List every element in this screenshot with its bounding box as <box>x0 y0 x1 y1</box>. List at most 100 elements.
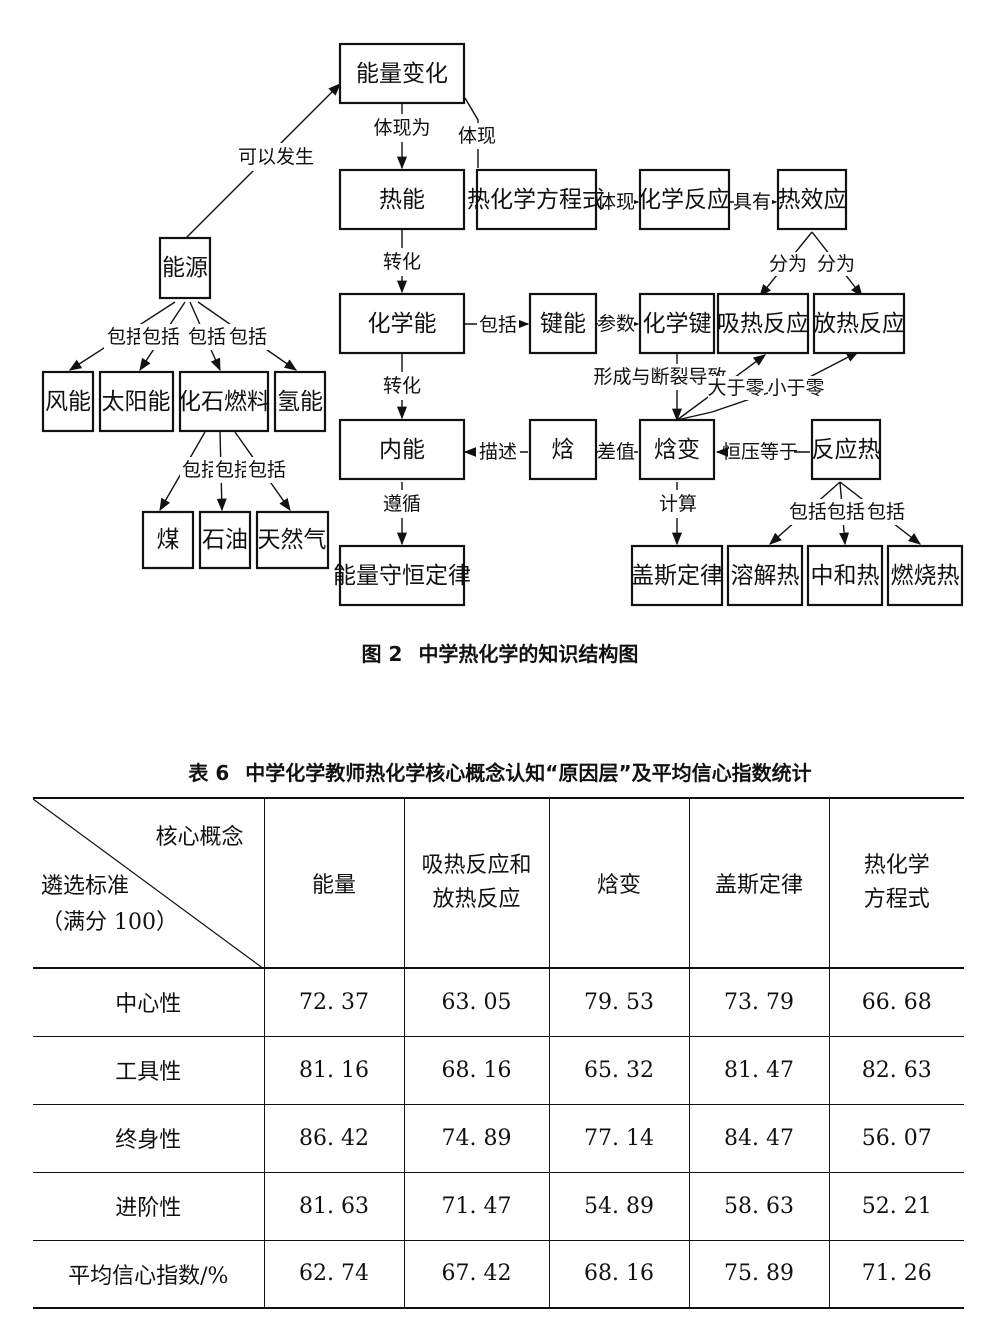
edge-label-equals: 恒压等于 <box>722 441 798 463</box>
table-row: 进阶性 81. 63 71. 47 54. 89 58. 63 52. 21 <box>33 1172 964 1241</box>
svg-text:热化学方程式: 热化学方程式 <box>467 187 605 213</box>
node-reaction-heat: 反应热 <box>810 418 882 481</box>
edge-label-include-bond: 包括 <box>479 314 517 336</box>
svg-text:内能: 内能 <box>379 437 425 463</box>
edge-label-include-e1: 包括 <box>107 326 145 348</box>
header-criteria-line1: 遴选标准 <box>41 874 130 899</box>
svg-text:太阳能: 太阳能 <box>102 389 171 415</box>
table-cell: 62. 74 <box>263 1240 404 1309</box>
table-cell: 75. 89 <box>688 1240 829 1309</box>
table-caption: 表 6 中学化学教师热化学核心概念认知“原因层”及平均信心指数统计 <box>0 757 1000 786</box>
edge-label-describe: 描述 <box>479 441 517 463</box>
svg-text:燃烧热: 燃烧热 <box>891 563 960 589</box>
svg-text:能量变化: 能量变化 <box>356 61 448 87</box>
node-thermo-equation: 热化学方程式 <box>467 168 605 231</box>
table-cell: 81. 16 <box>263 1036 404 1105</box>
diagonal-divider <box>33 799 264 969</box>
row-label: 中心性 <box>33 968 264 1037</box>
node-solar: 太阳能 <box>98 370 175 433</box>
svg-text:焓变: 焓变 <box>654 437 700 463</box>
svg-text:键能: 键能 <box>540 311 586 337</box>
edge-label-include-e2: 包括 <box>142 326 180 348</box>
node-chem-reaction: 化学反应 <box>638 168 731 231</box>
header-criteria-line2: （满分 100） <box>41 910 178 935</box>
column-header: 吸热反应和放热反应 <box>403 798 549 969</box>
edge-label-include-f3: 包括 <box>248 459 286 481</box>
edge-label-include-r2: 包括 <box>827 501 865 523</box>
svg-text:热效应: 热效应 <box>778 187 847 213</box>
svg-text:氢能: 氢能 <box>277 389 323 415</box>
node-neutralization-heat: 中和热 <box>806 544 884 607</box>
node-dissolution-heat: 溶解热 <box>726 544 804 607</box>
table-cell: 81. 47 <box>688 1036 829 1105</box>
node-coal: 煤 <box>141 510 195 570</box>
column-header: 焓变 <box>548 798 689 969</box>
node-oil: 石油 <box>198 510 252 570</box>
edge-label-manifest-as: 体现为 <box>373 117 430 139</box>
svg-text:能源: 能源 <box>162 255 208 281</box>
table-cell: 81. 63 <box>263 1172 404 1241</box>
edge-label-convert-2: 转化 <box>383 375 421 397</box>
svg-text:热能: 热能 <box>379 187 425 213</box>
table-cell: 54. 89 <box>548 1172 689 1241</box>
node-energy-source: 能源 <box>158 236 212 300</box>
edge-label-calculate: 计算 <box>659 493 697 515</box>
svg-text:煤: 煤 <box>157 527 180 553</box>
column-header: 盖斯定律 <box>688 798 829 969</box>
svg-text:中和热: 中和热 <box>811 563 880 589</box>
table-cell: 71. 47 <box>403 1172 549 1241</box>
node-thermal-energy: 热能 <box>338 168 466 231</box>
table-cell: 63. 05 <box>403 968 549 1037</box>
edge-label-param: 参数 <box>597 313 635 335</box>
node-combustion-heat: 燃烧热 <box>886 544 964 607</box>
svg-text:盖斯定律: 盖斯定律 <box>631 563 723 589</box>
row-label: 工具性 <box>33 1036 264 1105</box>
node-natural-gas: 天然气 <box>255 510 330 570</box>
edge-label-include-e3: 包括 <box>188 326 226 348</box>
svg-text:反应热: 反应热 <box>812 437 881 463</box>
node-heat-effect: 热效应 <box>776 168 848 231</box>
svg-text:风能: 风能 <box>45 389 91 415</box>
table-cell: 79. 53 <box>548 968 689 1037</box>
edge-label-greater-zero: 大于零 <box>707 377 764 399</box>
row-label: 终身性 <box>33 1104 264 1173</box>
table-cell: 82. 63 <box>828 1036 964 1105</box>
node-endothermic: 吸热反应 <box>716 292 810 355</box>
edge-label-include-e4: 包括 <box>229 326 267 348</box>
node-fossil-fuel: 化石燃料 <box>178 370 270 433</box>
svg-text:放热反应: 放热反应 <box>813 311 905 337</box>
node-internal-energy: 内能 <box>338 418 466 481</box>
table-cell: 68. 16 <box>548 1240 689 1309</box>
knowledge-structure-diagram: 可以发生 体现为 体现 体现 具有 转化 分为 分为 包括 参数 包括 包括 包… <box>41 42 964 607</box>
table-caption-number: 表 6 <box>188 761 230 785</box>
svg-text:焓: 焓 <box>552 437 575 463</box>
table-row: 终身性 86. 42 74. 89 77. 14 84. 47 56. 07 <box>33 1104 964 1173</box>
node-conservation: 能量守恒定律 <box>333 544 471 607</box>
column-header: 能量 <box>263 798 404 969</box>
edge-label-formation-breaking: 形成与断裂导致 <box>593 366 726 388</box>
column-header: 热化学方程式 <box>828 798 964 969</box>
table-cell: 77. 14 <box>548 1104 689 1173</box>
table-row: 中心性 72. 37 63. 05 79. 53 73. 79 66. 68 <box>33 968 964 1037</box>
node-energy-change: 能量变化 <box>338 42 466 105</box>
edge-label-less-zero: 小于零 <box>767 377 824 399</box>
edge-label-convert-1: 转化 <box>383 251 421 273</box>
header-core-concept: 核心概念 <box>155 825 244 850</box>
edge-label-manifest-2: 体现 <box>597 191 635 213</box>
svg-text:能量守恒定律: 能量守恒定律 <box>333 563 471 589</box>
edge-label-include-f2: 包括 <box>215 459 253 481</box>
header-criteria: 遴选标准 （满分 100） <box>41 869 178 941</box>
edge-label-include-r1: 包括 <box>789 501 827 523</box>
figure-caption-number: 图 2 <box>361 642 403 666</box>
table-cell: 73. 79 <box>688 968 829 1037</box>
node-enthalpy-change: 焓变 <box>638 418 716 481</box>
table-cell: 66. 68 <box>828 968 964 1037</box>
table-caption-text: 中学化学教师热化学核心概念认知“原因层”及平均信心指数统计 <box>245 761 812 785</box>
table-cell: 72. 37 <box>263 968 404 1037</box>
node-hess-law: 盖斯定律 <box>630 544 724 607</box>
table-cell: 58. 63 <box>688 1172 829 1241</box>
edge-label-include-r3: 包括 <box>867 501 905 523</box>
row-label: 进阶性 <box>33 1172 264 1241</box>
svg-text:石油: 石油 <box>202 527 248 553</box>
